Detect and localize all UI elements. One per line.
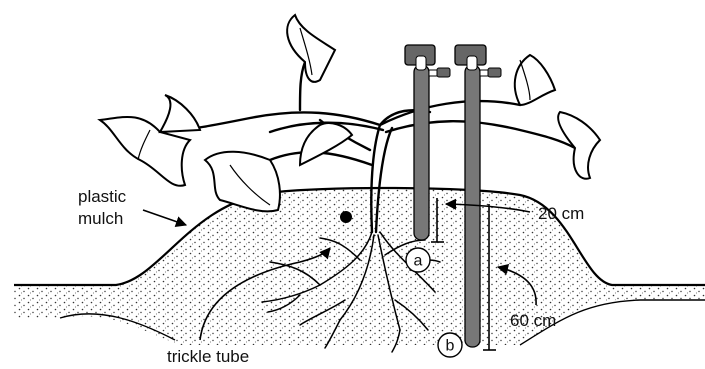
leaf-top [287,15,335,82]
tube-b-text: b [446,338,455,355]
tube-a-text: a [414,253,423,270]
depth-20cm-label: 20 cm [538,204,584,223]
arrow-plastic-mulch [143,210,186,225]
tube-a-label: a [406,248,430,272]
leaf-lower-left [205,152,280,212]
leaf-left-upper [160,95,200,132]
leaf-right [558,112,600,179]
plastic-mulch-label-line2: mulch [78,209,123,228]
leaf-middle [300,123,352,165]
depth-60cm-label: 60 cm [510,311,556,330]
leaf-right-upper [515,55,555,105]
tube-b-label: b [438,333,462,357]
plastic-mulch-label-line1: plastic [78,187,127,206]
trickle-tube-dot [340,211,352,223]
trickle-tube-label: trickle tube [167,347,249,366]
